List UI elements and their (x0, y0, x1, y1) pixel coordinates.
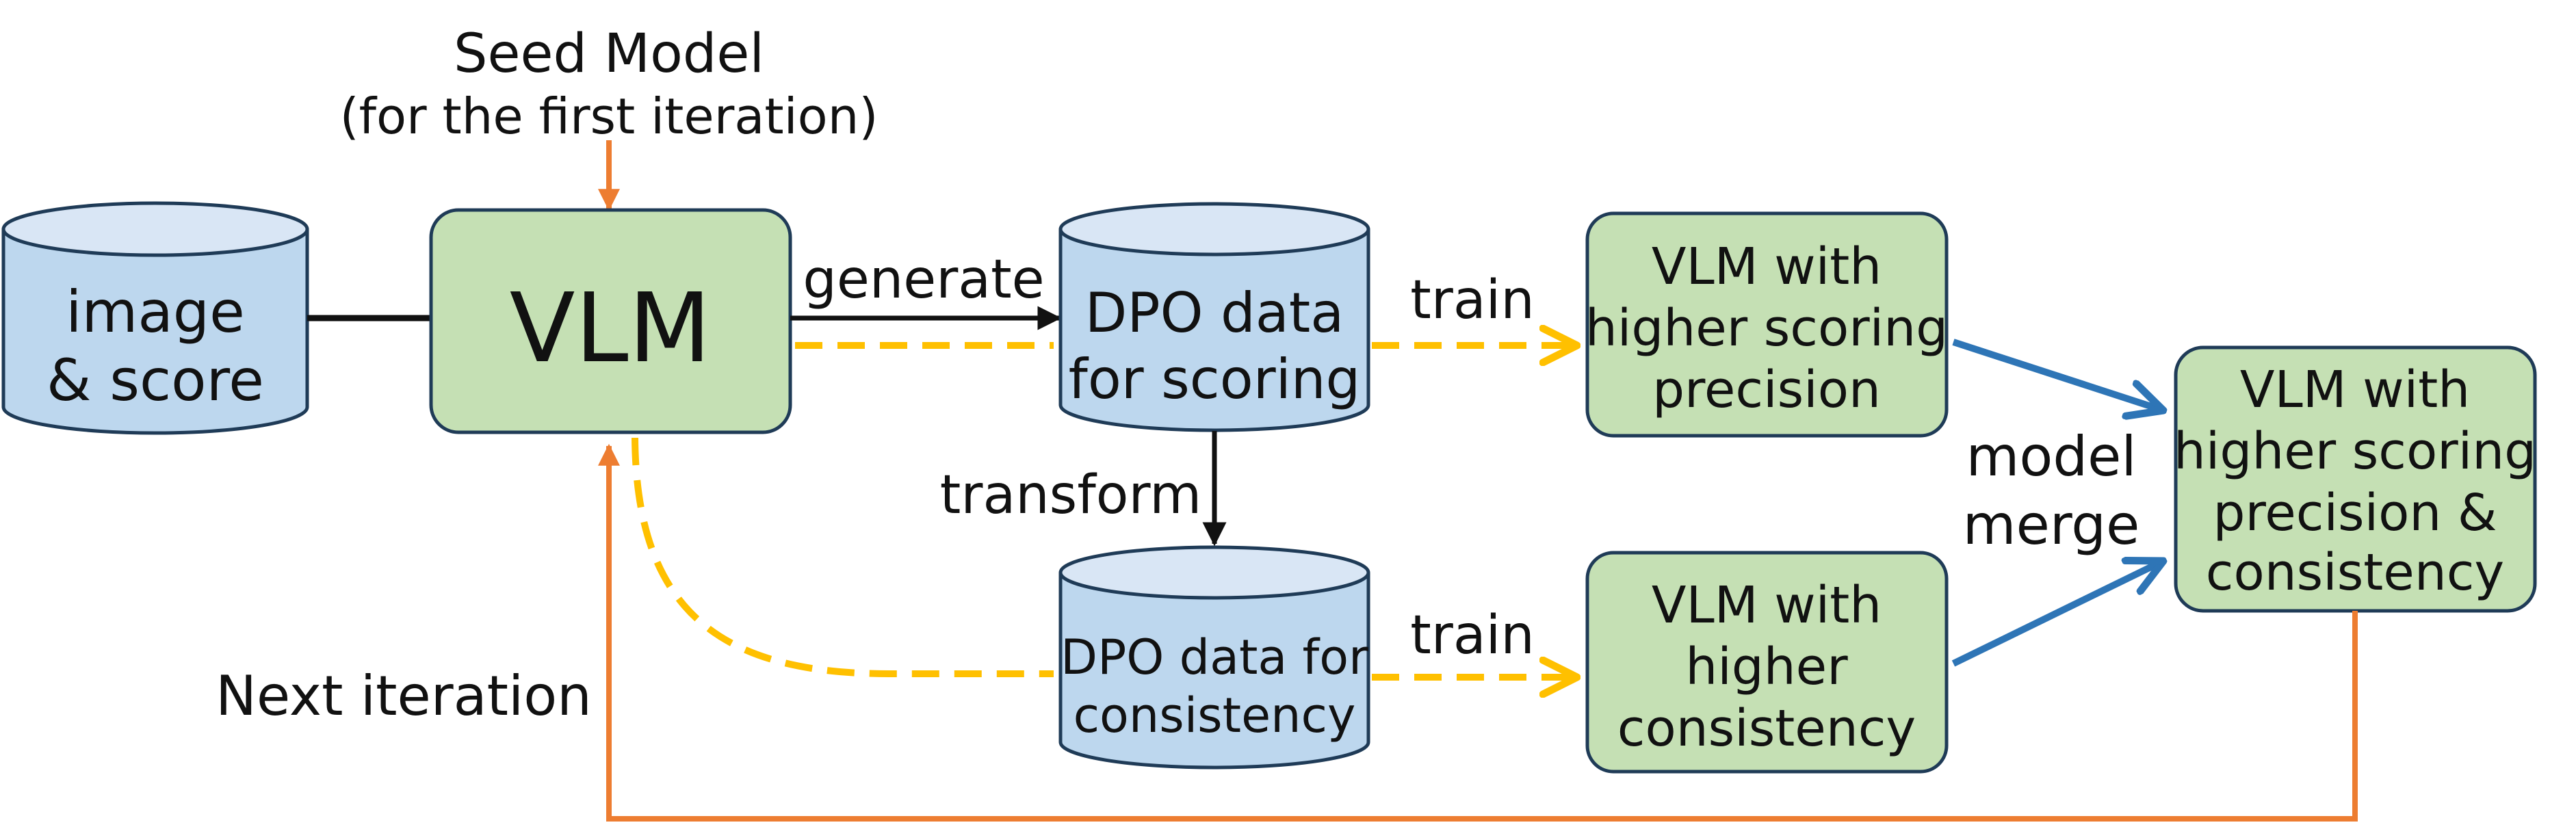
seed-model-title: Seed Model (454, 23, 764, 85)
vlm-label: VLM (510, 273, 712, 384)
merge-arrow-from-precision (1952, 339, 2163, 410)
image-score-cylinder: image & score (1, 201, 309, 435)
vlm-consistency-line3: consistency (1617, 699, 1916, 758)
dpo-consistency-label-line2: consistency (1074, 687, 1356, 744)
vlm-consistency-line2: higher (1685, 638, 1848, 696)
vlm-consistency-box: VLM with higher consistency (1585, 551, 1949, 774)
seed-model-subtitle: (for the first iteration) (340, 88, 879, 145)
vlm-precision-line2: higher scoring (1585, 299, 1948, 358)
image-score-label-line2: & score (47, 347, 264, 414)
transform-label: transform (940, 464, 1201, 526)
model-merge-line1: model (1966, 425, 2136, 488)
train-top-label: train (1410, 270, 1535, 331)
train-bottom-label: train (1410, 605, 1535, 666)
next-iteration-arrow (598, 443, 2358, 822)
vlm-precision-box: VLM with higher scoring precision (1585, 211, 1949, 438)
dpo-consistency-cylinder: DPO data for consistency (1058, 545, 1370, 770)
vlm-merged-line2: higher scoring (2174, 422, 2536, 481)
vlm-merged-line3: precision & (2213, 484, 2497, 542)
dpo-scoring-cylinder: DPO data for scoring (1058, 202, 1370, 432)
vlm-precision-line3: precision (1652, 360, 1881, 419)
model-merge-line2: merge (1963, 493, 2140, 557)
image-score-label-line1: image (66, 278, 245, 345)
vlm-merged-line4: consistency (2206, 543, 2504, 602)
dpo-scoring-label-line1: DPO data (1085, 281, 1344, 345)
dpo-scoring-label-line2: for scoring (1069, 347, 1361, 411)
vlm-to-dpo-consistency-dashed (632, 437, 1054, 677)
vlm-precision-line1: VLM with (1652, 237, 1882, 296)
vlm-merged-line1: VLM with (2240, 360, 2470, 419)
vlm-box: VLM (429, 208, 792, 434)
next-iteration-label: Next iteration (216, 664, 592, 728)
vlm-consistency-line1: VLM with (1652, 576, 1882, 635)
generate-label: generate (803, 249, 1044, 311)
dpo-consistency-label-line1: DPO data for (1061, 629, 1368, 685)
vlm-merged-box: VLM with higher scoring precision & cons… (2174, 345, 2537, 613)
merge-arrow-from-consistency (1951, 561, 2163, 667)
